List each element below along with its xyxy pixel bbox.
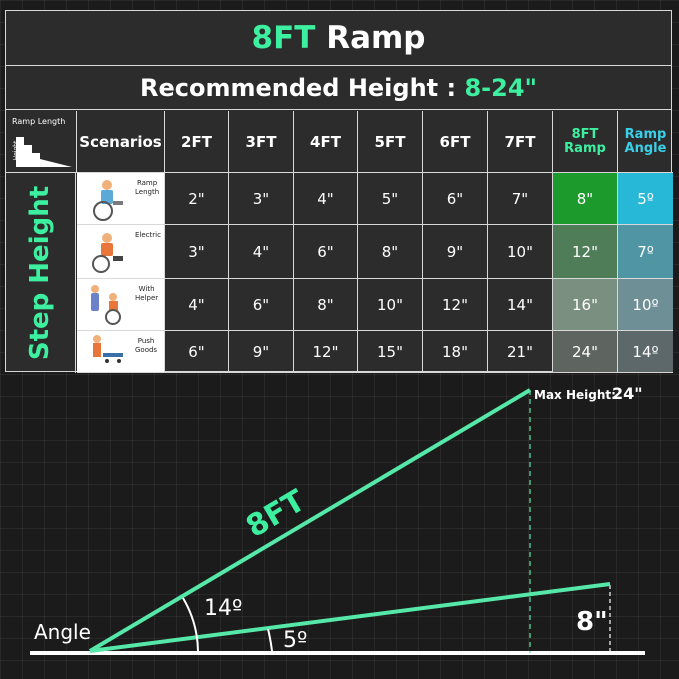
helper-wheelchair-icon [85,283,129,331]
length-header-3ft: 3FT [229,111,294,173]
step-height-cell: 12" [423,279,488,331]
low-height-value: 8" [576,607,608,637]
stairs-icon [16,137,72,167]
step-height-cell: 9" [423,225,488,279]
step-height-cell: 8" [358,225,423,279]
step-height-cell: 15" [358,331,423,373]
shallow-angle-arc [267,628,273,652]
step-height-text: Step Height [25,185,56,361]
steep-ramp-line [88,388,532,653]
ramp-height-cell: 16" [553,279,618,331]
step-height-cell: 10" [488,225,553,279]
ramp-angle-header: Ramp Angle [618,111,673,173]
step-height-cell: 3" [229,173,294,225]
max-height-label: Max Height: [534,388,616,402]
scenario-label-line: Helper [135,294,159,302]
step-height-label: Step Height [6,173,76,373]
step-height-cell: 2" [165,173,229,225]
step-height-cell: 14" [488,279,553,331]
electric-wheelchair-icon [85,230,129,278]
step-height-cell: 6" [294,225,358,279]
step-height-cell: 4" [165,279,229,331]
length-header-6ft: 6FT [423,111,488,173]
spec-table: 8FT Ramp Recommended Height : 8-24" Ramp… [5,10,673,373]
ramp-height-header-bottom: Ramp [564,140,606,156]
step-height-cell: 4" [229,225,294,279]
ramp-height-header-top: 8FT [571,126,599,142]
ramp-height-cell: 24" [553,331,618,373]
page-title: 8FT Ramp [6,11,671,66]
ramp-key-length: Ramp Length [12,117,66,126]
ramp-angle-cell: 14º [618,331,673,373]
scenario-label-line: With [138,285,155,293]
angle-diagram: Angle 14º 5º 8FT Max Height: 24" 8" [30,384,645,655]
step-height-cell: 6" [229,279,294,331]
step-height-cell: 18" [423,331,488,373]
wheelchair-user-icon [85,177,129,225]
ramp-height-cell: 12" [553,225,618,279]
ramp-key-cell: Ramp Length Height [6,111,77,173]
scenario-label: Electric [135,231,161,240]
shallow-ramp-line [89,582,611,653]
title-rest: Ramp [315,20,426,56]
scenario-label-line: Ramp [136,179,158,187]
angle-caption: Angle [34,620,91,644]
ramp-height-cell: 8" [553,173,618,225]
step-height-cell: 7" [488,173,553,225]
steep-angle-value: 14º [204,596,242,621]
ramp-angle-cell: 10º [618,279,673,331]
step-height-cell: 4" [294,173,358,225]
step-height-cell: 6" [423,173,488,225]
ramp-angle-cell: 5º [618,173,673,225]
step-height-cell: 5" [358,173,423,225]
length-header-4ft: 4FT [294,111,358,173]
scenario-label-line: Goods [135,346,158,354]
scenario-label-line: Length [135,188,160,196]
ramp-angle-header-top: Ramp [624,126,667,142]
scenarios-header: Scenarios [77,111,165,173]
title-accent: 8FT [251,20,316,56]
recommended-height-label: Recommended Height : [139,74,465,102]
scenario-label-line: Electric [135,231,161,239]
length-header-5ft: 5FT [358,111,423,173]
steep-angle-arc [182,597,199,652]
ramp-length-label: 8FT [240,483,311,545]
ramp-angle-cell: 7º [618,225,673,279]
step-height-cell: 6" [165,331,229,373]
scenario-label-line: Push [137,337,155,345]
max-height-value: 24" [612,384,643,403]
length-header-2ft: 2FT [165,111,229,173]
scenario-cell: Electric [77,225,165,279]
ramp-angle-header-bottom: Angle [624,140,667,156]
step-height-cell: 12" [294,331,358,373]
ramp-height-header: 8FT Ramp [553,111,618,173]
step-height-cell: 21" [488,331,553,373]
step-height-cell: 10" [358,279,423,331]
recommended-height-value: 8-24" [464,74,538,102]
recommended-height: Recommended Height : 8-24" [6,67,671,110]
step-height-cell: 9" [229,331,294,373]
length-header-7ft: 7FT [488,111,553,173]
step-height-cell: 3" [165,225,229,279]
shallow-angle-value: 5º [283,628,307,653]
step-height-cell: 8" [294,279,358,331]
push-cart-icon [85,333,129,381]
